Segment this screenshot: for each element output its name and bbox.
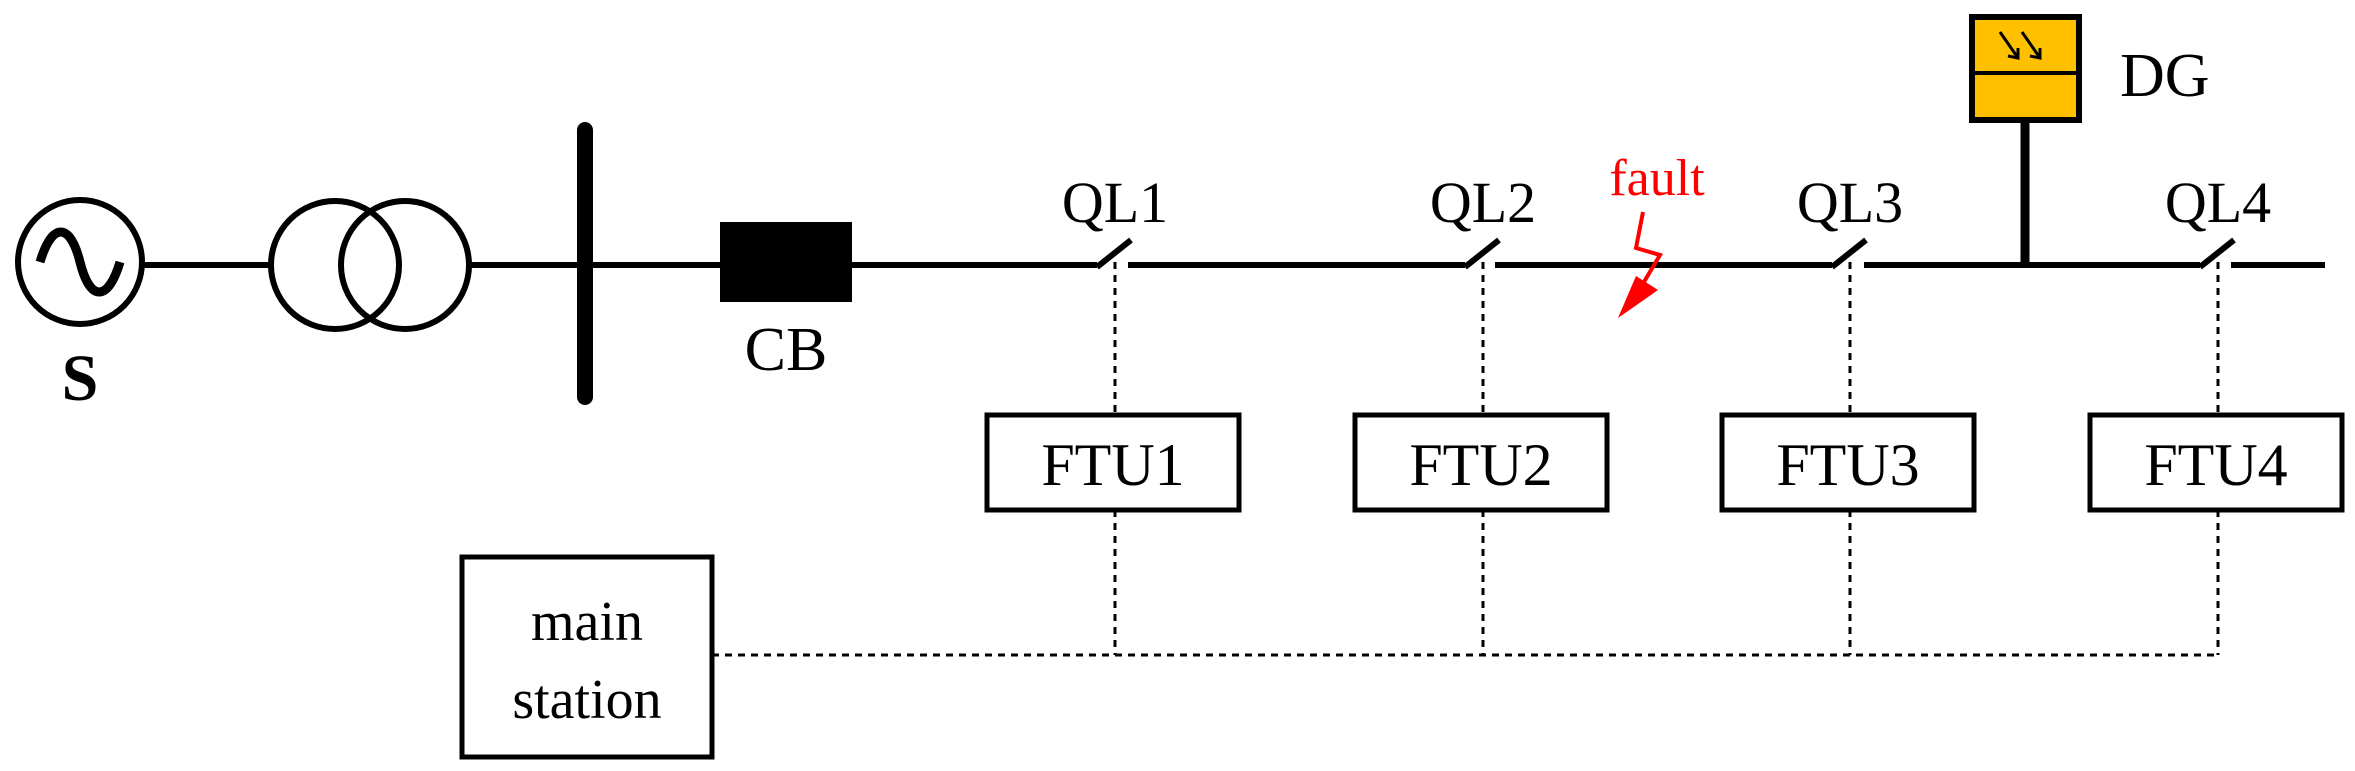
sine-wave-icon: [35, 227, 125, 297]
pv-arrows-icon: [1998, 31, 2042, 60]
ftu2-box: FTU2: [1352, 412, 1610, 513]
switch-ql4: [2198, 237, 2236, 270]
ftu2-label: FTU2: [1409, 432, 1552, 498]
circuit-breaker: [720, 222, 852, 302]
main-station-line2: station: [512, 669, 661, 731]
ftu1-label: FTU1: [1041, 432, 1184, 498]
main-station-line1: main: [531, 591, 643, 653]
fault-lightning-icon: [1618, 211, 1664, 318]
breaker-label: CB: [745, 316, 828, 384]
switch-ql3: [1830, 237, 1868, 270]
ftu3-box: FTU3: [1719, 412, 1977, 513]
switch-label-ql4: QL4: [2165, 170, 2271, 235]
source-label: S: [62, 342, 99, 415]
main-station-box: main station: [459, 554, 715, 760]
dg-label: DG: [2120, 42, 2210, 110]
transformer: [268, 198, 472, 332]
switch-label-ql1: QL1: [1062, 170, 1168, 235]
ftu4-box: FTU4: [2087, 412, 2345, 513]
ftu3-label: FTU3: [1776, 432, 1919, 498]
ftu4-label: FTU4: [2144, 432, 2287, 498]
fault-label: fault: [1609, 150, 1705, 207]
distributed-generator: [1969, 14, 2082, 123]
switch-ql1: [1095, 237, 1133, 270]
switch-label-ql2: QL2: [1430, 170, 1536, 235]
ac-source: [15, 197, 145, 327]
switch-label-ql3: QL3: [1797, 170, 1903, 235]
ftu1-box: FTU1: [984, 412, 1242, 513]
switch-ql2: [1463, 237, 1501, 270]
